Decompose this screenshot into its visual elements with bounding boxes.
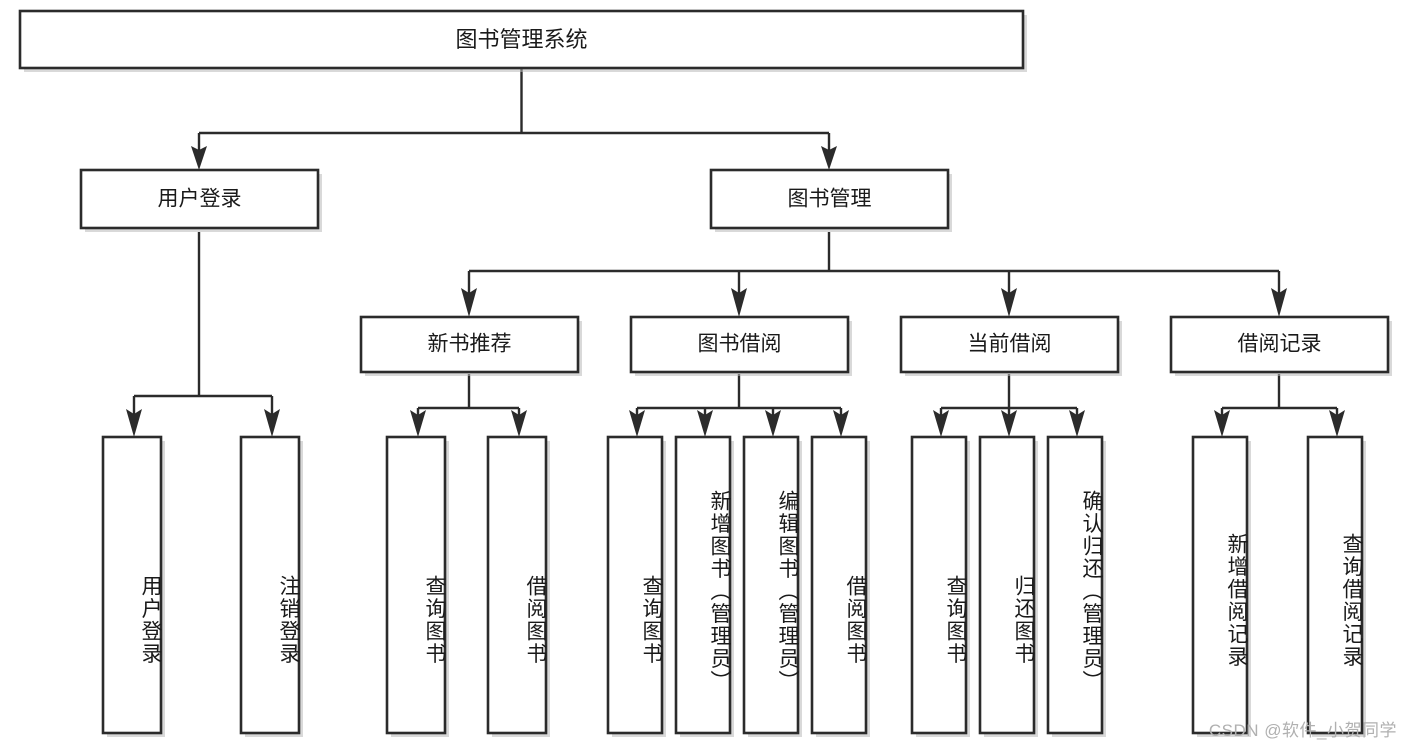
leaf-borrow-book-nb[interactable] <box>486 435 550 737</box>
arrowhead-cb-leaf3 <box>1069 410 1085 437</box>
leaf-confirm-return-admin[interactable] <box>1046 435 1106 737</box>
arrowhead-bb-leaf2 <box>697 410 713 437</box>
connectors <box>126 68 1345 437</box>
arrowhead-current-borrow <box>1001 288 1017 317</box>
node-root[interactable]: 图书管理系统 <box>18 9 1027 72</box>
arrowhead-nb-leaf2 <box>511 410 527 437</box>
node-new-book-recommend-label: 新书推荐 <box>428 333 512 356</box>
leaf-add-borrow-record[interactable] <box>1191 435 1251 737</box>
arrowhead-cb-leaf1 <box>933 410 949 437</box>
node-user-login[interactable]: 用户登录 <box>79 168 322 232</box>
arrowhead-book-borrow <box>731 288 747 317</box>
leaf-borrow-book-bb[interactable] <box>810 435 870 737</box>
leaf-return-book[interactable] <box>978 435 1038 737</box>
arrowhead-bb-leaf4 <box>833 410 849 437</box>
leaf-query-book-nb[interactable] <box>385 435 449 737</box>
leaf-logout[interactable] <box>239 435 303 737</box>
csdn-watermark: CSDN @软件_小贺同学 <box>1208 721 1397 740</box>
node-user-login-label: 用户登录 <box>158 188 242 211</box>
arrowhead-br-leaf1 <box>1214 410 1230 437</box>
node-borrow-record[interactable]: 借阅记录 <box>1169 315 1392 376</box>
arrowhead-leaf-logout <box>264 409 280 437</box>
arrowhead-nb-leaf1 <box>410 410 426 437</box>
arrowhead-br-leaf2 <box>1329 410 1345 437</box>
arrowhead-borrow-record <box>1271 288 1287 317</box>
leaf-query-book-bb[interactable] <box>606 435 666 737</box>
node-book-borrow[interactable]: 图书借阅 <box>629 315 852 376</box>
node-new-book-recommend[interactable]: 新书推荐 <box>359 315 582 376</box>
node-current-borrow-label: 当前借阅 <box>968 333 1052 356</box>
leaf-query-book-cb[interactable] <box>910 435 970 737</box>
arrowhead-bb-leaf1 <box>629 410 645 437</box>
leaf-query-borrow-record[interactable] <box>1306 435 1366 737</box>
arrowhead-book-mgmt <box>821 146 837 170</box>
node-book-management[interactable]: 图书管理 <box>709 168 952 232</box>
arrowhead-cb-leaf2 <box>1001 410 1017 437</box>
node-book-management-label: 图书管理 <box>788 188 872 211</box>
node-current-borrow[interactable]: 当前借阅 <box>899 315 1122 376</box>
arrowhead-bb-leaf3 <box>765 410 781 437</box>
leaf-user-login[interactable] <box>101 435 165 737</box>
node-borrow-record-label: 借阅记录 <box>1238 333 1322 356</box>
leaf-add-book-admin[interactable] <box>674 435 734 737</box>
arrowhead-leaf-user-login <box>126 409 142 437</box>
leaf-edit-book-admin[interactable] <box>742 435 802 737</box>
arrowhead-new-book <box>461 288 477 317</box>
arrowhead-user-login <box>191 146 207 170</box>
node-root-label: 图书管理系统 <box>455 27 587 52</box>
node-book-borrow-label: 图书借阅 <box>698 333 782 356</box>
